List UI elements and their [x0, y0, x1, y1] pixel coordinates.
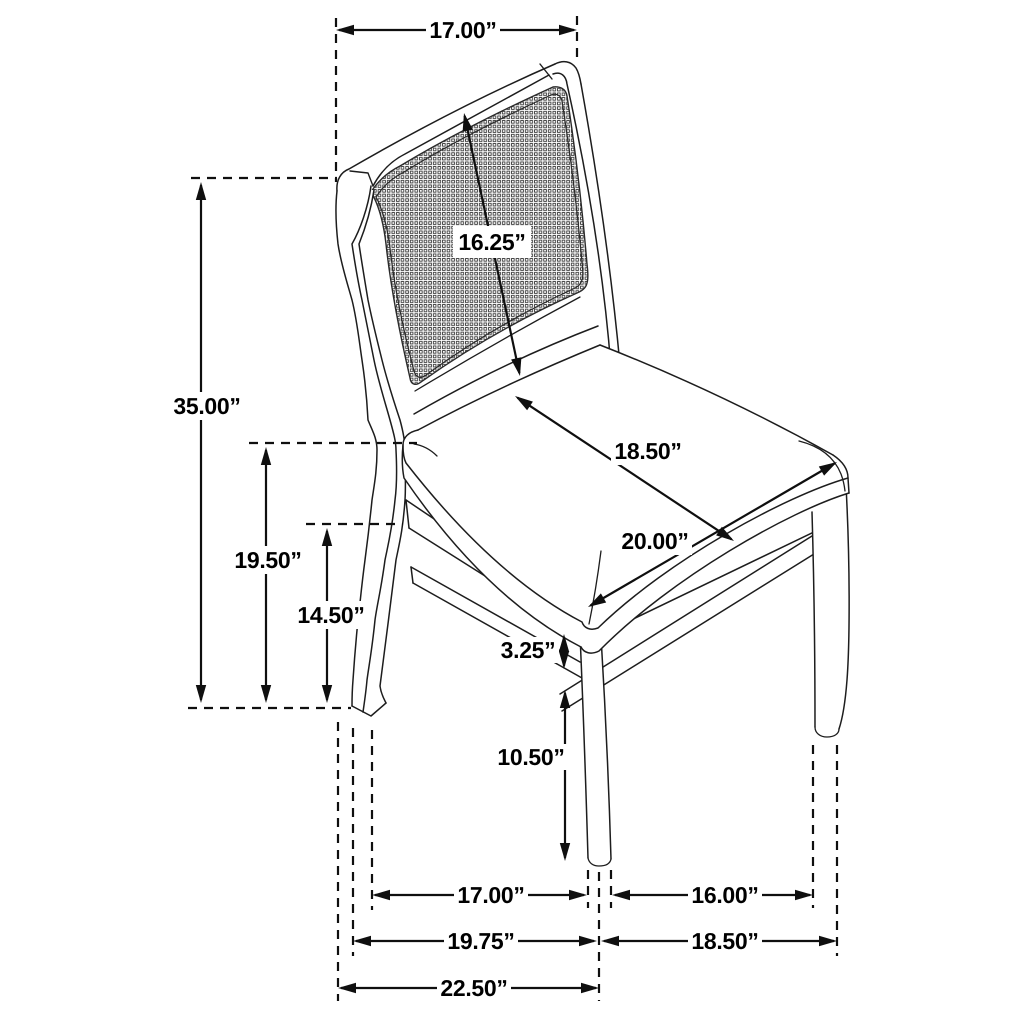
svg-text:20.00”: 20.00” — [621, 528, 688, 554]
svg-text:17.00”: 17.00” — [429, 17, 496, 43]
svg-text:18.50”: 18.50” — [691, 928, 758, 954]
svg-text:19.75”: 19.75” — [447, 928, 514, 954]
svg-text:22.50”: 22.50” — [440, 975, 507, 1001]
svg-text:17.00”: 17.00” — [457, 882, 524, 908]
svg-text:19.50”: 19.50” — [234, 547, 301, 573]
svg-text:16.25”: 16.25” — [458, 229, 525, 255]
svg-text:14.50”: 14.50” — [297, 602, 364, 628]
svg-text:3.25”: 3.25” — [501, 637, 556, 663]
svg-text:18.50”: 18.50” — [614, 438, 681, 464]
svg-text:16.00”: 16.00” — [691, 882, 758, 908]
svg-text:35.00”: 35.00” — [173, 393, 240, 419]
svg-text:10.50”: 10.50” — [497, 744, 564, 770]
